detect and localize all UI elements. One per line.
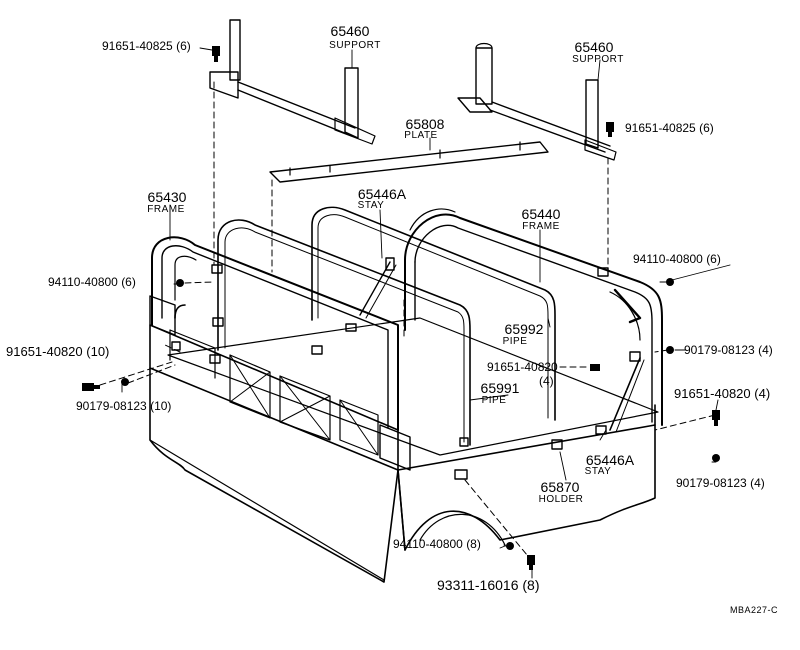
washer-icon [712, 454, 720, 462]
bolt-icon [82, 383, 94, 391]
frame-65440 [404, 213, 663, 426]
part-name-plate: PLATE [404, 130, 438, 141]
assembly-lines [99, 81, 716, 556]
fastener-qty: (6) [121, 275, 136, 289]
part-number-65460-right: 65460 [574, 39, 614, 55]
nut-icon [666, 278, 674, 286]
fastener-qty: (8) [466, 537, 481, 551]
part-name-pipe-65992: PIPE [502, 336, 528, 347]
part-number-65446a-bottom: 65446A [585, 452, 635, 468]
fastener-number: 94110-40800 [48, 275, 118, 289]
nut-icon [176, 279, 184, 287]
bolt-icon [712, 410, 720, 420]
part-name-support-right: SUPPORT [572, 54, 624, 65]
part-name-frame-right: FRAME [522, 221, 560, 232]
fastener-label-93311-16016: 93311-16016 (8) [437, 578, 540, 592]
fastener-label-94110-40800-bottom: 94110-40800 (8) [393, 538, 481, 550]
part-name-stay-bottom: STAY [584, 466, 612, 477]
fastener-label-91651-40825-left: 91651-40825 (6) [102, 40, 191, 52]
fastener-qty: (6) [699, 121, 714, 135]
part-name-support-left: SUPPORT [329, 40, 381, 51]
bolt-icon [214, 56, 218, 62]
fastener-qty: (4) [758, 343, 773, 357]
part-number-65440: 65440 [521, 206, 561, 222]
part-name-holder: HOLDER [538, 494, 584, 505]
screw-icon [529, 565, 533, 570]
fastener-icons [82, 46, 720, 570]
fastener-label-90179-08123-left: 90179-08123 (10) [76, 400, 171, 412]
bolt-icon [608, 132, 612, 137]
fastener-number: 90179-08123 [684, 343, 755, 357]
bolt-icon [94, 385, 100, 389]
part-number-65992: 65992 [504, 321, 544, 337]
fastener-qty: (10) [86, 344, 110, 359]
fastener-qty: (4) [750, 476, 765, 490]
fastener-number: 91651-40820 [487, 360, 558, 374]
fastener-qty: (8) [522, 577, 540, 593]
fastener-number: 91651-40825 [625, 121, 696, 135]
bolt-icon [590, 364, 600, 371]
fastener-label-94110-40800-right: 94110-40800 (6) [633, 253, 721, 265]
nut-icon [506, 542, 514, 550]
part-number-65870: 65870 [540, 479, 580, 495]
part-name-pipe-65991: PIPE [481, 395, 507, 406]
bolt-icon [606, 122, 614, 132]
fastener-label-90179-08123-right-lower: 90179-08123 (4) [676, 477, 765, 489]
part-number-65430: 65430 [147, 189, 187, 205]
upper-supports [209, 19, 617, 183]
part-name-stay-top: STAY [357, 200, 385, 211]
fastener-qty: (6) [176, 39, 191, 53]
fastener-number: 90179-08123 [76, 399, 147, 413]
frame-65430 [149, 236, 411, 471]
fastener-number: 94110-40800 [393, 537, 463, 551]
fastener-number: 93311-16016 [437, 577, 519, 593]
bow-pipes [217, 206, 645, 446]
fastener-label-90179-08123-right-upper: 90179-08123 (4) [684, 344, 773, 356]
bolt-icon [212, 46, 220, 56]
fastener-number: 91651-40820 [674, 386, 751, 401]
part-number-65991: 65991 [480, 380, 520, 396]
fastener-number: 94110-40800 [633, 252, 703, 266]
fastener-label-91651-40825-right: 91651-40825 (6) [625, 122, 714, 134]
screw-icon [527, 555, 535, 565]
frame-clamps [171, 257, 641, 480]
truck-bed [149, 304, 659, 583]
fastener-label-94110-40800-left: 94110-40800 (6) [48, 276, 136, 288]
fastener-number: 90179-08123 [676, 476, 747, 490]
fastener-qty: (4) [754, 386, 771, 401]
fastener-label-91651-40820-right: 91651-40820 (4) [674, 387, 770, 400]
fastener-qty: (4) [539, 374, 554, 388]
fastener-qty: (10) [150, 399, 172, 413]
fastener-number: 91651-40825 [102, 39, 173, 53]
part-number-65460-left: 65460 [330, 23, 370, 39]
fastener-number: 91651-40820 [6, 344, 83, 359]
leader-lines [121, 47, 731, 579]
fastener-label-91651-40820-left: 91651-40820 (10) [6, 345, 109, 358]
part-number-65446a-top: 65446A [357, 186, 407, 202]
fastener-qty: (6) [706, 252, 721, 266]
part-name-frame-left: FRAME [147, 204, 185, 215]
washer-icon [121, 378, 129, 386]
drawing-code: MBA227-C [730, 605, 779, 615]
washer-icon [666, 346, 674, 354]
bolt-icon [714, 420, 718, 426]
part-number-65808: 65808 [405, 116, 445, 132]
fastener-label-91651-40820-middle: 91651-40820 (4) [487, 361, 558, 387]
